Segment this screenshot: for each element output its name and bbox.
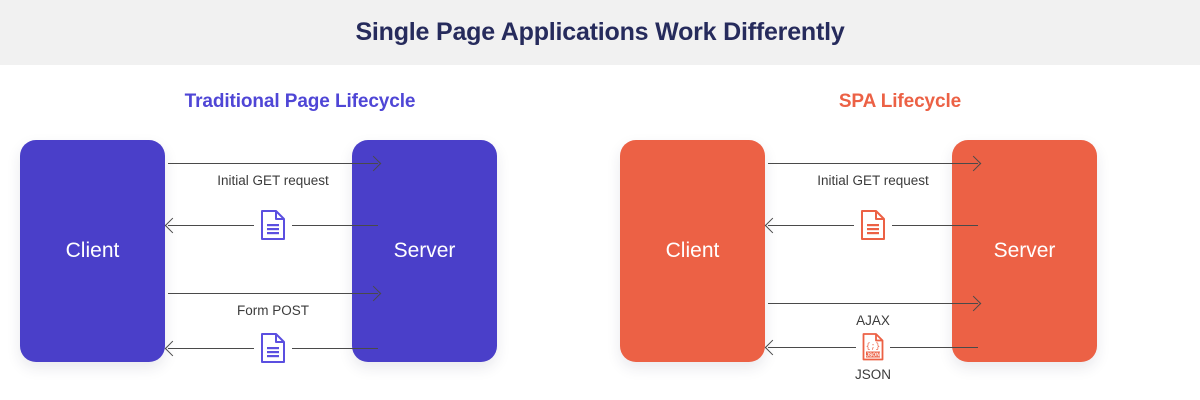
panel-title-spa: SPA Lifecycle — [838, 91, 962, 112]
flow-line — [768, 303, 978, 304]
node-server-spa: Server — [952, 140, 1097, 362]
node-client-label: Client — [665, 239, 720, 262]
svg-text:{;}: {;} — [866, 343, 880, 352]
json-file-icon: {;} JSON — [856, 333, 890, 361]
diagram-area: Traditional Page Lifecycle Client Server… — [0, 65, 1200, 400]
document-icon — [254, 333, 292, 363]
panel-spa: SPA Lifecycle Client Server Initial GET … — [600, 65, 1200, 400]
arrowhead-left-icon — [764, 217, 781, 234]
node-client-traditional: Client — [20, 140, 165, 362]
node-server-traditional: Server — [352, 140, 497, 362]
node-server-label: Server — [993, 239, 1056, 262]
arrowhead-left-icon — [764, 339, 781, 356]
arrowhead-left-icon — [164, 217, 181, 234]
node-client-label: Client — [65, 239, 120, 262]
page-title: Single Page Applications Work Differentl… — [355, 18, 845, 46]
flow-line — [768, 163, 978, 164]
node-client-spa: Client — [620, 140, 765, 362]
document-icon — [254, 210, 292, 240]
node-server-label: Server — [393, 239, 456, 262]
flow-label: AJAX — [856, 313, 890, 328]
arrowhead-left-icon — [164, 340, 181, 357]
flow-label: Initial GET request — [217, 173, 329, 188]
header-band: Single Page Applications Work Differentl… — [0, 0, 1200, 65]
flow-label: JSON — [854, 367, 891, 382]
panel-title-traditional: Traditional Page Lifecycle — [184, 91, 416, 112]
flow-label: Form POST — [236, 303, 309, 318]
document-icon — [854, 210, 892, 240]
flow-line — [168, 293, 378, 294]
flow-line — [168, 163, 378, 164]
flow-label: Initial GET request — [817, 173, 929, 188]
panel-traditional: Traditional Page Lifecycle Client Server… — [0, 65, 600, 400]
svg-text:JSON: JSON — [866, 352, 880, 358]
